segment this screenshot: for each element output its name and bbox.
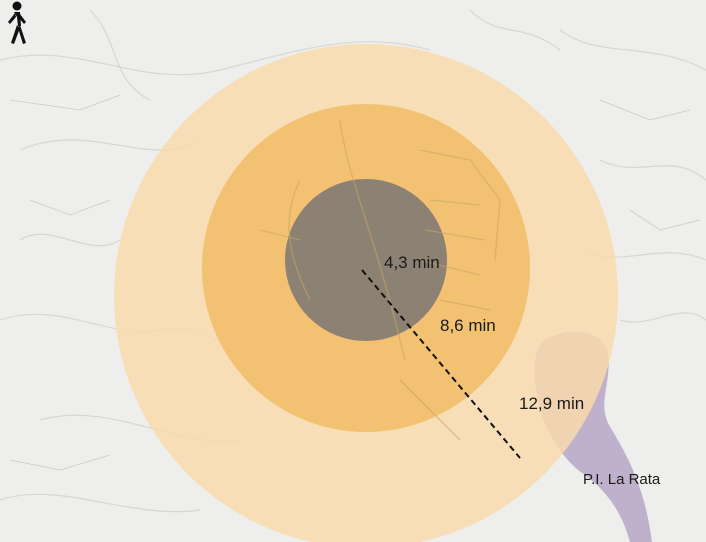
ring-inner bbox=[285, 179, 447, 341]
radius-dashed-line bbox=[361, 269, 521, 459]
ring-outer-label: 12,9 min bbox=[519, 394, 585, 413]
place-label: P.I. La Rata bbox=[583, 471, 661, 488]
town-streets bbox=[259, 119, 501, 441]
walking-person-icon bbox=[8, 1, 26, 44]
ring-inner-label: 4,3 min bbox=[384, 253, 440, 272]
ring-middle-label: 8,6 min bbox=[440, 316, 496, 335]
